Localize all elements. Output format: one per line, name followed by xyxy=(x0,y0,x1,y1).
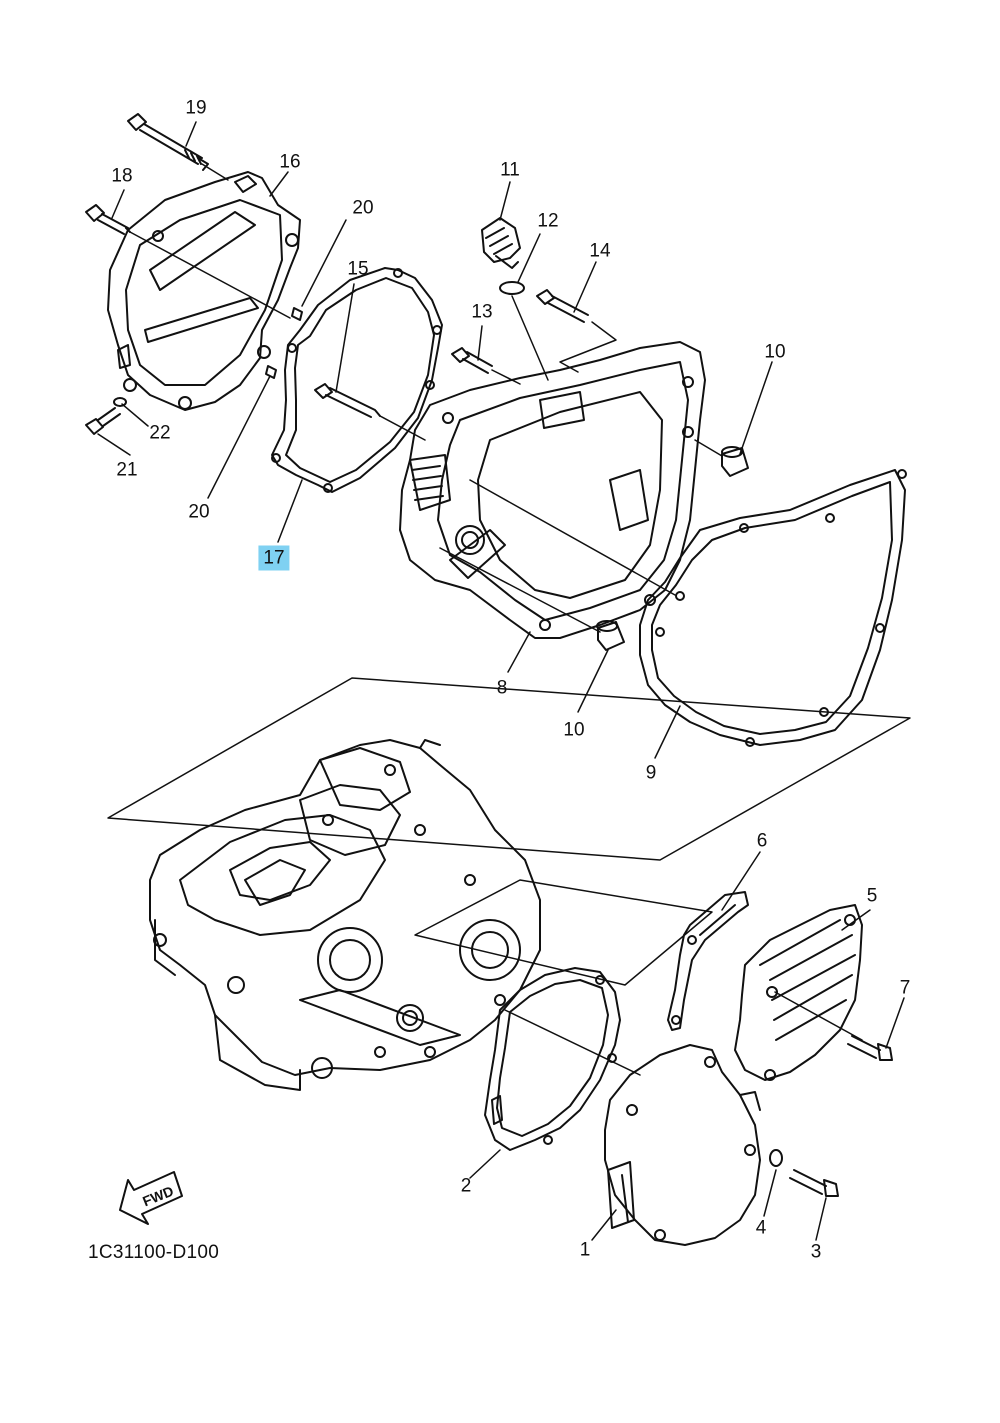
forward-arrow-icon xyxy=(119,1171,183,1225)
callout-22[interactable]: 22 xyxy=(149,422,171,444)
part-4-washer[interactable] xyxy=(769,1149,783,1167)
part-19-bolt[interactable] xyxy=(127,113,209,171)
part-11-oil-filler-cap[interactable] xyxy=(481,217,521,269)
part-10-dowel-lower[interactable] xyxy=(596,620,625,651)
crankcase-assembly xyxy=(149,739,541,1091)
part-20-dowel-pins[interactable] xyxy=(265,307,303,379)
part-9-gasket[interactable] xyxy=(639,469,907,747)
callout-10-lower[interactable]: 10 xyxy=(563,719,585,741)
part-17-gasket[interactable] xyxy=(271,267,443,493)
callout-16[interactable]: 16 xyxy=(279,151,301,173)
part-5-cover[interactable] xyxy=(734,904,863,1081)
part-1-cover[interactable] xyxy=(604,1044,761,1246)
reference-frame-upper xyxy=(107,677,911,861)
callout-6[interactable]: 6 xyxy=(756,830,768,852)
callout-14[interactable]: 14 xyxy=(589,240,611,262)
callout-8[interactable]: 8 xyxy=(496,677,508,699)
part-18-bolt[interactable] xyxy=(85,204,131,235)
callout-2[interactable]: 2 xyxy=(460,1175,472,1197)
part-8-crankcase-cover[interactable] xyxy=(399,341,706,639)
part-12-o-ring[interactable] xyxy=(499,281,525,295)
part-3-bolt[interactable] xyxy=(789,1169,839,1197)
callout-15[interactable]: 15 xyxy=(347,258,369,280)
diagram-code: 1C31100-D100 xyxy=(88,1242,220,1263)
callout-13[interactable]: 13 xyxy=(471,301,493,323)
callout-7[interactable]: 7 xyxy=(899,977,911,999)
callout-4[interactable]: 4 xyxy=(755,1217,767,1239)
callout-17-selected[interactable]: 17 xyxy=(258,545,290,571)
callout-1[interactable]: 1 xyxy=(579,1239,591,1261)
callout-21[interactable]: 21 xyxy=(116,459,138,481)
callout-5[interactable]: 5 xyxy=(866,885,878,907)
callout-11[interactable]: 11 xyxy=(500,159,520,181)
callout-19[interactable]: 19 xyxy=(185,97,207,119)
callout-9[interactable]: 9 xyxy=(645,762,657,784)
part-15-bolt[interactable] xyxy=(314,383,381,418)
callout-10-right[interactable]: 10 xyxy=(764,341,786,363)
callout-20-lower[interactable]: 20 xyxy=(188,501,210,523)
callout-12[interactable]: 12 xyxy=(537,210,559,232)
part-16-clutch-cover[interactable] xyxy=(107,171,301,411)
part-10-dowel-right[interactable] xyxy=(721,446,749,477)
reference-frame-lower xyxy=(414,879,713,986)
part-14-bolt[interactable] xyxy=(536,289,589,323)
callout-18[interactable]: 18 xyxy=(111,165,133,187)
part-2-gasket[interactable] xyxy=(484,967,621,1151)
part-6-bracket[interactable] xyxy=(667,891,749,1031)
callout-20-upper[interactable]: 20 xyxy=(352,197,374,219)
leader-lines xyxy=(97,121,905,1241)
part-22-washer[interactable] xyxy=(113,397,127,407)
part-13-bolt[interactable] xyxy=(451,347,493,374)
part-21-bolt[interactable] xyxy=(85,407,121,435)
callout-3[interactable]: 3 xyxy=(810,1241,822,1263)
